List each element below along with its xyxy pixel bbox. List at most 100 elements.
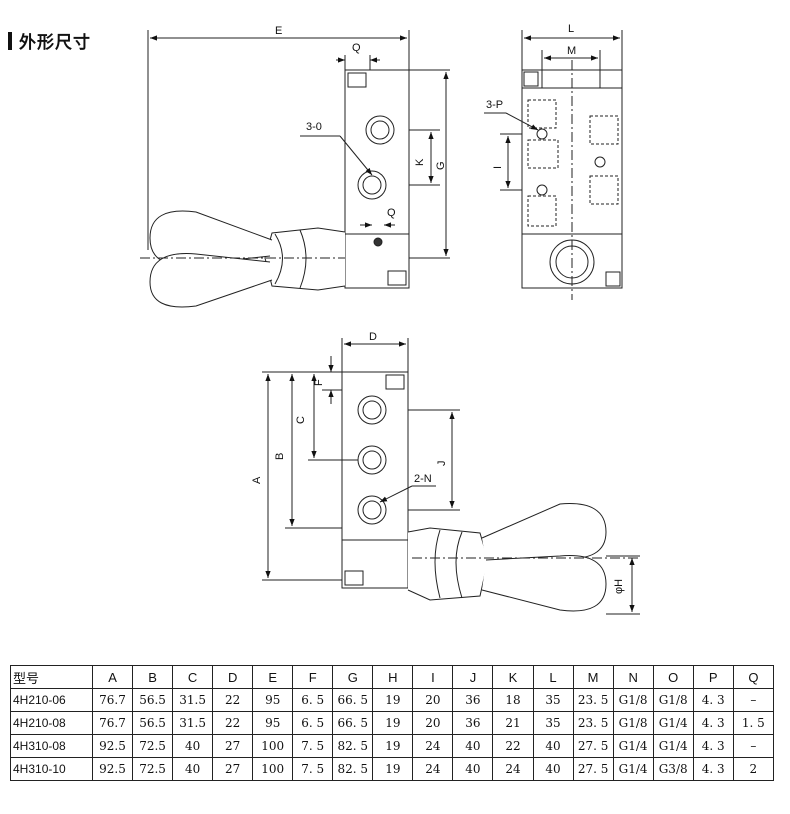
column-header: Q [732,665,775,689]
value-cell: 27 [212,734,254,758]
column-header: A [91,665,134,689]
bottom-view [341,371,640,612]
value-cell: 82. 5 [332,734,374,758]
value-cell: 100 [252,734,294,758]
value-cell: 19 [372,688,414,712]
value-cell: 95 [252,711,294,735]
value-cell: 4. 3 [692,734,734,758]
dim-label-3-P: 3-P [486,99,503,111]
value-cell: 27. 5 [572,757,614,781]
value-cell: 76.7 [91,711,134,735]
column-header: J [452,665,494,689]
dim-label-L: L [568,23,574,35]
dim-label-K: K [414,158,426,166]
value-cell: G1/4 [652,734,694,758]
value-cell: 22 [212,711,254,735]
value-cell: 27. 5 [572,734,614,758]
column-header: C [172,665,214,689]
value-cell: G1/8 [612,688,654,712]
dim-label-F: F [313,379,325,386]
value-cell: 66. 5 [332,688,374,712]
section-title-text: 外形尺寸 [19,33,91,52]
column-header: D [212,665,254,689]
value-cell: 19 [372,734,414,758]
value-cell: 92.5 [91,757,134,781]
value-cell: 21 [492,711,534,735]
value-cell: 4. 3 [692,757,734,781]
dim-label-2-N: 2-N [414,473,432,485]
value-cell: 56.5 [132,711,174,735]
dim-label-J: J [436,461,448,467]
dim-label-3-0: 3-0 [306,121,322,133]
value-cell: 40 [532,734,574,758]
value-cell: 24 [492,757,534,781]
value-cell: 40 [452,734,494,758]
value-cell: 23. 5 [572,711,614,735]
column-header: G [332,665,374,689]
value-cell: G1/8 [652,688,694,712]
value-cell: 22 [212,688,254,712]
value-cell: 31.5 [172,688,214,712]
value-cell: 40 [172,734,214,758]
dim-label-Q-bottom: Q [387,207,396,219]
dim-label-Q-top: Q [352,42,361,54]
dim-label-A: A [251,476,263,484]
value-cell: 27 [212,757,254,781]
section-title: 外形尺寸 [8,28,91,53]
value-cell: 36 [452,688,494,712]
value-cell: 22 [492,734,534,758]
value-cell: 40 [532,757,574,781]
column-header: O [652,665,694,689]
value-cell: 36 [452,711,494,735]
value-cell: 24 [412,734,454,758]
model-cell: 4H310-10 [10,757,93,781]
value-cell: 19 [372,711,414,735]
value-cell: 100 [252,757,294,781]
value-cell: – [732,688,775,712]
value-cell: 72.5 [132,734,174,758]
value-cell: 40 [452,757,494,781]
value-cell: 76.7 [91,688,134,712]
value-cell: 2 [732,757,775,781]
column-header: H [372,665,414,689]
side-view [521,60,623,300]
dim-label-D: D [369,331,377,343]
value-cell: 4. 3 [692,688,734,712]
dim-label-C: C [295,416,307,424]
column-header: I [412,665,454,689]
value-cell: 20 [412,688,454,712]
value-cell: 6. 5 [292,711,334,735]
value-cell: G1/4 [652,711,694,735]
value-cell: – [732,734,775,758]
value-cell: 19 [372,757,414,781]
column-header: M [572,665,614,689]
value-cell: G3/8 [652,757,694,781]
value-cell: 6. 5 [292,688,334,712]
dim-label-M: M [567,45,576,57]
value-cell: 35 [532,688,574,712]
value-cell: G1/4 [612,757,654,781]
value-cell: 66. 5 [332,711,374,735]
value-cell: 4. 3 [692,711,734,735]
value-cell: 24 [412,757,454,781]
front-view [140,69,410,308]
dim-label-I: I [492,166,504,169]
column-header: L [532,665,574,689]
dim-label-E: E [275,25,282,37]
value-cell: G1/4 [612,734,654,758]
column-header: P [692,665,734,689]
value-cell: 7. 5 [292,757,334,781]
value-cell: 92.5 [91,734,134,758]
column-header: K [492,665,534,689]
value-cell: 18 [492,688,534,712]
model-cell: 4H210-06 [10,688,93,712]
dim-label-H: φH [613,579,625,594]
column-header: B [132,665,174,689]
